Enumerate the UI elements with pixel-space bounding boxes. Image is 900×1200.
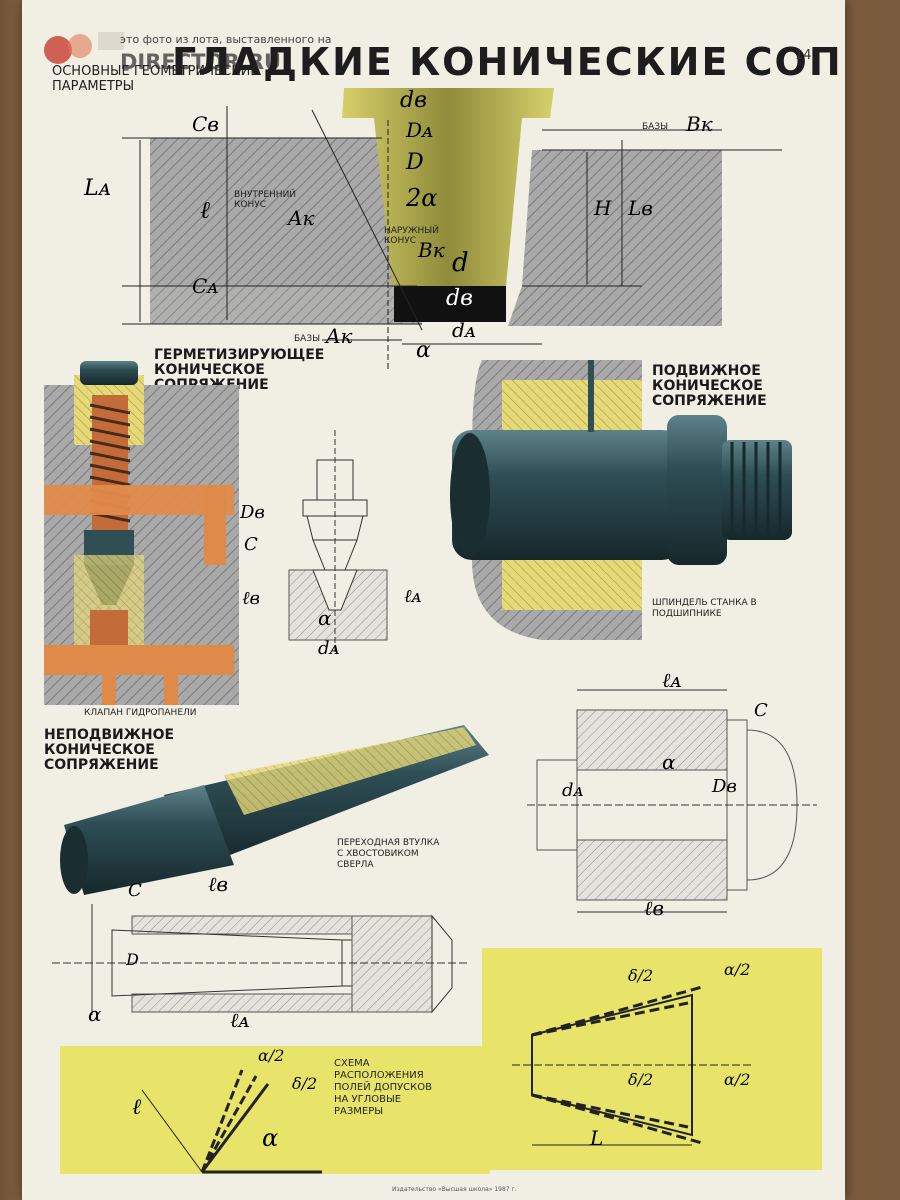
sleeve-caption: ПЕРЕХОДНАЯ ВТУЛКА С ХВОСТОВИКОМ СВЕРЛА	[337, 838, 440, 870]
mid-label-C: C	[244, 534, 258, 555]
label-Ak: Aк	[288, 206, 315, 230]
tol-left-l: ℓ	[132, 1095, 142, 1120]
label-Ak2: Aк	[326, 324, 353, 348]
label-Cb: Cв	[192, 112, 219, 136]
right-label-lb: ℓв	[644, 896, 664, 920]
cone-fit-diagram	[288, 430, 388, 655]
label-db-small: dв	[446, 286, 473, 311]
label-D: D	[406, 150, 424, 175]
tol-right-d2-mid: δ/2	[628, 1070, 654, 1089]
label-Bk: Bк	[418, 238, 445, 262]
tol-left-d2: δ/2	[292, 1074, 318, 1093]
movable-title: ПОДВИЖНОЕ КОНИЧЕСКОЕ СОПРЯЖЕНИЕ	[652, 363, 767, 409]
spindle-drawing	[450, 360, 792, 640]
label-Lb: Lв	[628, 196, 653, 220]
label-inner-cone: ВНУТРЕННИЙ КОНУС	[234, 190, 297, 210]
tol-right-L: L	[590, 1126, 604, 1150]
section-subtitle: ОСНОВНЫЕ ГЕОМЕТРИЧЕСКИЕ ПАРАМЕТРЫ	[52, 64, 259, 94]
label-alpha-top: α	[416, 338, 431, 363]
label-dA: dᴀ	[452, 318, 477, 342]
drill-sleeve-drawing	[60, 725, 489, 895]
mid-label-la: ℓᴀ	[404, 586, 422, 607]
label-d: d	[452, 248, 469, 278]
tol-right-d2-top: δ/2	[628, 966, 654, 985]
tol-left-alpha: α	[262, 1124, 279, 1152]
bottom-label-C: C	[128, 880, 142, 901]
poster-title: ГЛАДКИЕ КОНИЧЕСКИЕ СОПРЯЖЕНИЯ	[172, 40, 845, 84]
page-number: 14	[795, 48, 812, 63]
sleeve-section-diagram	[527, 689, 817, 913]
tolerance-panel-left	[60, 1046, 490, 1174]
spindle-caption: ШПИНДЕЛЬ СТАНКА В ПОДШИПНИКЕ	[652, 598, 757, 619]
poster-sheet: это фото из лота, выставленного на DIREC…	[22, 0, 845, 1200]
label-db-top: dв	[400, 88, 427, 113]
bottom-label-lb: ℓв	[208, 872, 228, 896]
bottom-label-D: D	[126, 950, 139, 969]
tol-left-a2: α/2	[258, 1046, 285, 1065]
mid-label-alpha: α	[318, 606, 332, 630]
publisher-footer: Издательство «Высшая школа» 1987 г.	[392, 1186, 517, 1193]
mid-label-lb: ℓв	[242, 588, 260, 609]
bottom-label-alpha: α	[88, 1002, 102, 1026]
label-da: Dᴀ	[406, 118, 434, 142]
watermark-site: DIRECTOR.RU	[120, 50, 282, 74]
tolerance-panel-right	[482, 948, 822, 1170]
label-outer-cone: НАРУЖНЫЙ КОНУС	[384, 226, 439, 246]
right-label-dA: dᴀ	[562, 780, 584, 801]
mid-label-dA: dᴀ	[318, 638, 340, 659]
bottom-label-la: ℓᴀ	[230, 1008, 250, 1032]
tolerance-cone-diagram	[512, 985, 752, 1146]
label-l: ℓ	[200, 196, 210, 224]
shank-section-diagram	[52, 904, 467, 1015]
label-La: Lᴀ	[84, 176, 112, 201]
right-label-alpha: α	[662, 750, 676, 774]
label-Ca: Cᴀ	[192, 274, 219, 298]
tol-right-a2-mid: α/2	[724, 1070, 751, 1089]
label-H: H	[594, 196, 612, 220]
tolerance-angle-diagram	[141, 1069, 322, 1174]
valve-caption: КЛАПАН ГИДРОПАНЕЛИ	[84, 708, 197, 718]
tol-right-a2-top: α/2	[724, 960, 751, 979]
watermark-text: это фото из лота, выставленного на	[120, 33, 332, 46]
label-bases-ak: БАЗЫ	[294, 334, 321, 344]
right-label-C: C	[754, 700, 768, 721]
valve-drawing	[44, 361, 239, 705]
label-2alpha: 2α	[406, 184, 438, 212]
tolerance-scheme-title: СХЕМА РАСПОЛОЖЕНИЯ ПОЛЕЙ ДОПУСКОВ НА УГЛ…	[334, 1058, 432, 1117]
right-label-la: ℓᴀ	[662, 668, 682, 692]
right-label-Db: Dв	[712, 776, 737, 797]
label-Bk2: Bк	[686, 112, 713, 136]
label-bases-bk: БАЗЫ	[642, 122, 669, 132]
mid-label-Db: Dв	[240, 502, 265, 523]
basic-parameters-diagram	[122, 88, 782, 370]
fixed-title: НЕПОДВИЖНОЕ КОНИЧЕСКОЕ СОПРЯЖЕНИЕ	[44, 727, 175, 773]
watermark-logo-icon	[44, 32, 124, 64]
